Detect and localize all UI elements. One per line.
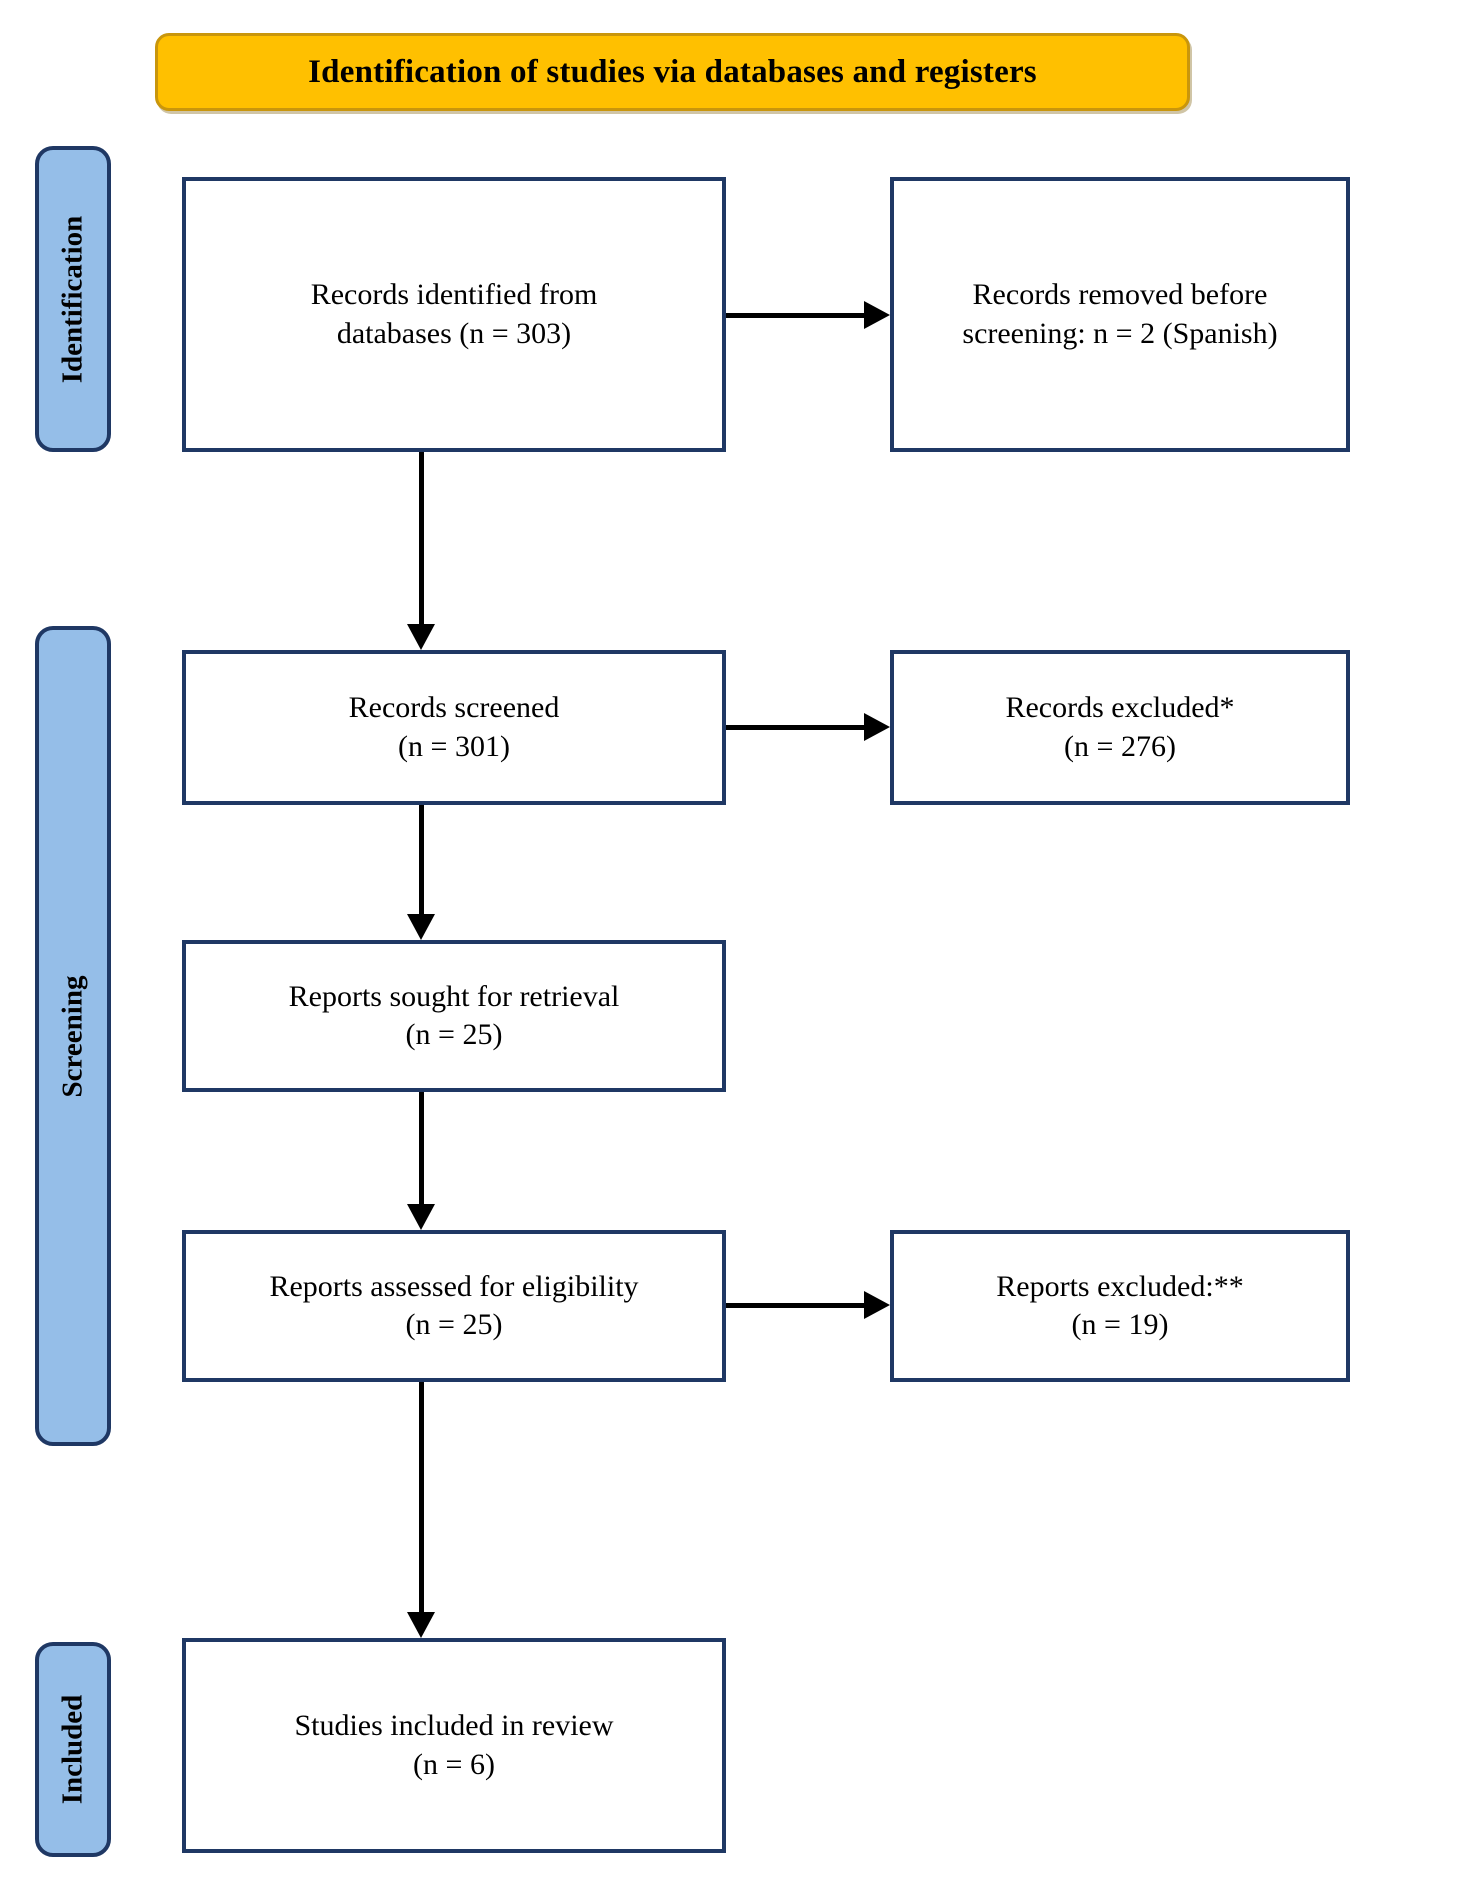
arrowhead-down-icon <box>407 914 435 940</box>
arrowhead-down-icon <box>407 1612 435 1638</box>
arrowhead-down-icon <box>407 1204 435 1230</box>
flow-box-records-screened-line1: Records screened <box>348 691 560 725</box>
flow-box-reports-sought-text: Reports sought for retrieval (n = 25) <box>289 978 620 1055</box>
flow-box-records-excluded-line1: Records excluded* <box>1005 691 1235 725</box>
arrow-screened-to-sought <box>407 805 435 940</box>
flow-box-studies-included-text: Studies included in review (n = 6) <box>294 1707 613 1784</box>
arrow-shaft <box>419 1382 424 1612</box>
diagram-title-banner: Identification of studies via databases … <box>155 33 1190 111</box>
flow-box-reports-sought-line1: Reports sought for retrieval <box>288 979 620 1013</box>
flow-box-studies-included: Studies included in review (n = 6) <box>182 1638 726 1853</box>
phase-tab-included-label: Included <box>56 1694 89 1805</box>
flow-box-reports-sought: Reports sought for retrieval (n = 25) <box>182 940 726 1092</box>
arrow-identified-to-screened <box>407 452 435 650</box>
phase-tab-screening: Screening <box>35 626 111 1446</box>
flow-box-reports-excluded-text: Reports excluded:** (n = 19) <box>996 1268 1243 1345</box>
phase-tab-identification-label: Identification <box>56 215 89 383</box>
flow-box-records-identified-line1: Records identified from <box>310 278 598 312</box>
arrow-identified-to-removed <box>726 301 890 329</box>
diagram-title: Identification of studies via databases … <box>308 53 1037 90</box>
flow-box-records-removed-text: Records removed before screening: n = 2 … <box>962 276 1277 353</box>
flow-box-records-excluded-line2: (n = 276) <box>1064 729 1176 763</box>
flow-box-reports-assessed: Reports assessed for eligibility (n = 25… <box>182 1230 726 1382</box>
arrow-shaft <box>726 725 866 730</box>
flow-box-reports-excluded-line1: Reports excluded:** <box>996 1269 1244 1303</box>
arrow-shaft <box>419 1092 424 1204</box>
flow-box-records-identified: Records identified from databases (n = 3… <box>182 177 726 452</box>
arrow-assessed-to-reports-excluded <box>726 1291 890 1319</box>
arrow-shaft <box>726 1303 866 1308</box>
phase-tab-screening-label: Screening <box>56 975 89 1097</box>
arrow-screened-to-excluded <box>726 713 890 741</box>
arrowhead-right-icon <box>864 713 890 741</box>
flow-box-records-screened-text: Records screened (n = 301) <box>349 689 560 766</box>
flow-box-records-screened: Records screened (n = 301) <box>182 650 726 805</box>
flow-box-records-excluded-text: Records excluded* (n = 276) <box>1005 689 1234 766</box>
arrow-shaft <box>419 805 424 914</box>
arrowhead-down-icon <box>407 624 435 650</box>
flow-box-records-identified-text: Records identified from databases (n = 3… <box>311 276 598 353</box>
arrow-shaft <box>726 313 866 318</box>
flow-box-reports-assessed-text: Reports assessed for eligibility (n = 25… <box>269 1268 638 1345</box>
flow-box-records-removed: Records removed before screening: n = 2 … <box>890 177 1350 452</box>
phase-tab-included: Included <box>35 1642 111 1857</box>
flow-box-records-identified-line2: databases (n = 303) <box>336 316 572 350</box>
phase-tab-identification: Identification <box>35 146 111 452</box>
flow-box-reports-assessed-line1: Reports assessed for eligibility <box>269 1269 639 1303</box>
flow-box-reports-excluded-line2: (n = 19) <box>1071 1308 1169 1341</box>
flow-box-records-screened-line2: (n = 301) <box>398 729 510 763</box>
flow-box-studies-included-line2: (n = 6) <box>413 1747 495 1781</box>
flow-box-reports-assessed-line2: (n = 25) <box>405 1308 503 1341</box>
flow-box-records-excluded: Records excluded* (n = 276) <box>890 650 1350 805</box>
arrow-shaft <box>419 452 424 624</box>
arrowhead-right-icon <box>864 1291 890 1319</box>
flow-box-records-removed-line2: screening: n = 2 (Spanish) <box>962 316 1278 350</box>
arrow-sought-to-assessed <box>407 1092 435 1230</box>
flow-box-studies-included-line1: Studies included in review <box>294 1709 614 1743</box>
flow-box-records-removed-line1: Records removed before <box>972 278 1268 312</box>
flow-box-reports-excluded: Reports excluded:** (n = 19) <box>890 1230 1350 1382</box>
arrow-assessed-to-included <box>407 1382 435 1638</box>
arrowhead-right-icon <box>864 301 890 329</box>
flow-box-reports-sought-line2: (n = 25) <box>405 1018 503 1051</box>
